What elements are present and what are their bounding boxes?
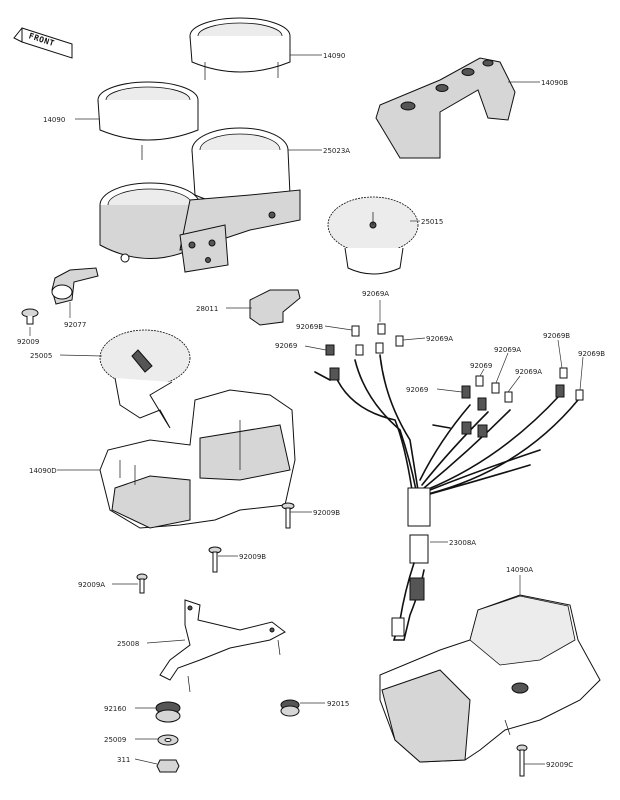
washer-25009: [157, 734, 179, 746]
label-92009B-a: 92009B: [313, 509, 340, 517]
label-311: 311: [117, 756, 130, 764]
label-25015: 25015: [421, 218, 443, 226]
label-92009B-b: 92009B: [239, 553, 266, 561]
bulb-sockets: [325, 323, 584, 438]
label-92069B-a: 92069B: [296, 323, 323, 331]
label-25008: 25008: [117, 640, 139, 648]
part-28011: [249, 289, 301, 326]
label-92009: 92009: [17, 338, 39, 346]
label-92069A-top: 92069A: [362, 290, 389, 298]
cover-bracket: [375, 57, 516, 159]
label-92069A-d: 92069A: [515, 368, 542, 376]
label-92077: 92077: [64, 321, 86, 329]
label-92069-b: 92069: [470, 362, 492, 370]
meter-case-upper: [99, 127, 301, 273]
meter-cover-top: [189, 17, 291, 80]
knob-92077: [51, 267, 99, 305]
screw-92009A: [136, 573, 148, 594]
dial-25005: [99, 329, 191, 429]
label-14090-top: 14090: [323, 52, 345, 60]
label-92069-a: 92069: [275, 342, 297, 350]
label-25023A: 25023A: [323, 147, 350, 155]
meter-cover-left: [97, 81, 199, 160]
label-28011: 28011: [196, 305, 218, 313]
label-25005: 25005: [30, 352, 52, 360]
meter-cover-lower: [379, 594, 601, 763]
label-92069-c: 92069: [406, 386, 428, 394]
leader-lines: [29, 54, 584, 765]
bracket-25008: [159, 599, 286, 693]
grommet-92160: [155, 701, 181, 723]
label-92160: 92160: [104, 705, 126, 713]
label-25009: 25009: [104, 736, 126, 744]
wiring-harness: [314, 354, 579, 641]
nut-311: [156, 759, 180, 773]
part-labels: 14090 14090 14090B 25023A 25015 92009 92…: [17, 52, 605, 769]
screw-92009: [21, 308, 39, 325]
front-badge: FRONT: [13, 27, 73, 59]
label-14090-left: 14090: [43, 116, 65, 124]
grommet-92015: [280, 699, 300, 717]
label-92009C: 92009C: [546, 761, 573, 769]
dial-25015: [327, 196, 419, 275]
label-23008A: 23008A: [449, 539, 476, 547]
label-92069A-c: 92069A: [494, 346, 521, 354]
label-92069B-far: 92069B: [578, 350, 605, 358]
label-92015: 92015: [327, 700, 349, 708]
screws-92009B: [208, 502, 295, 573]
meter-case-lower: [99, 389, 296, 529]
screw-92009C: [516, 744, 528, 777]
label-92009A: 92009A: [78, 581, 105, 589]
label-14090A: 14090A: [506, 566, 533, 574]
label-92069A-b: 92069A: [426, 335, 453, 343]
label-14090D: 14090D: [29, 467, 57, 475]
label-92069B-right: 92069B: [543, 332, 570, 340]
label-14090B: 14090B: [541, 79, 568, 87]
